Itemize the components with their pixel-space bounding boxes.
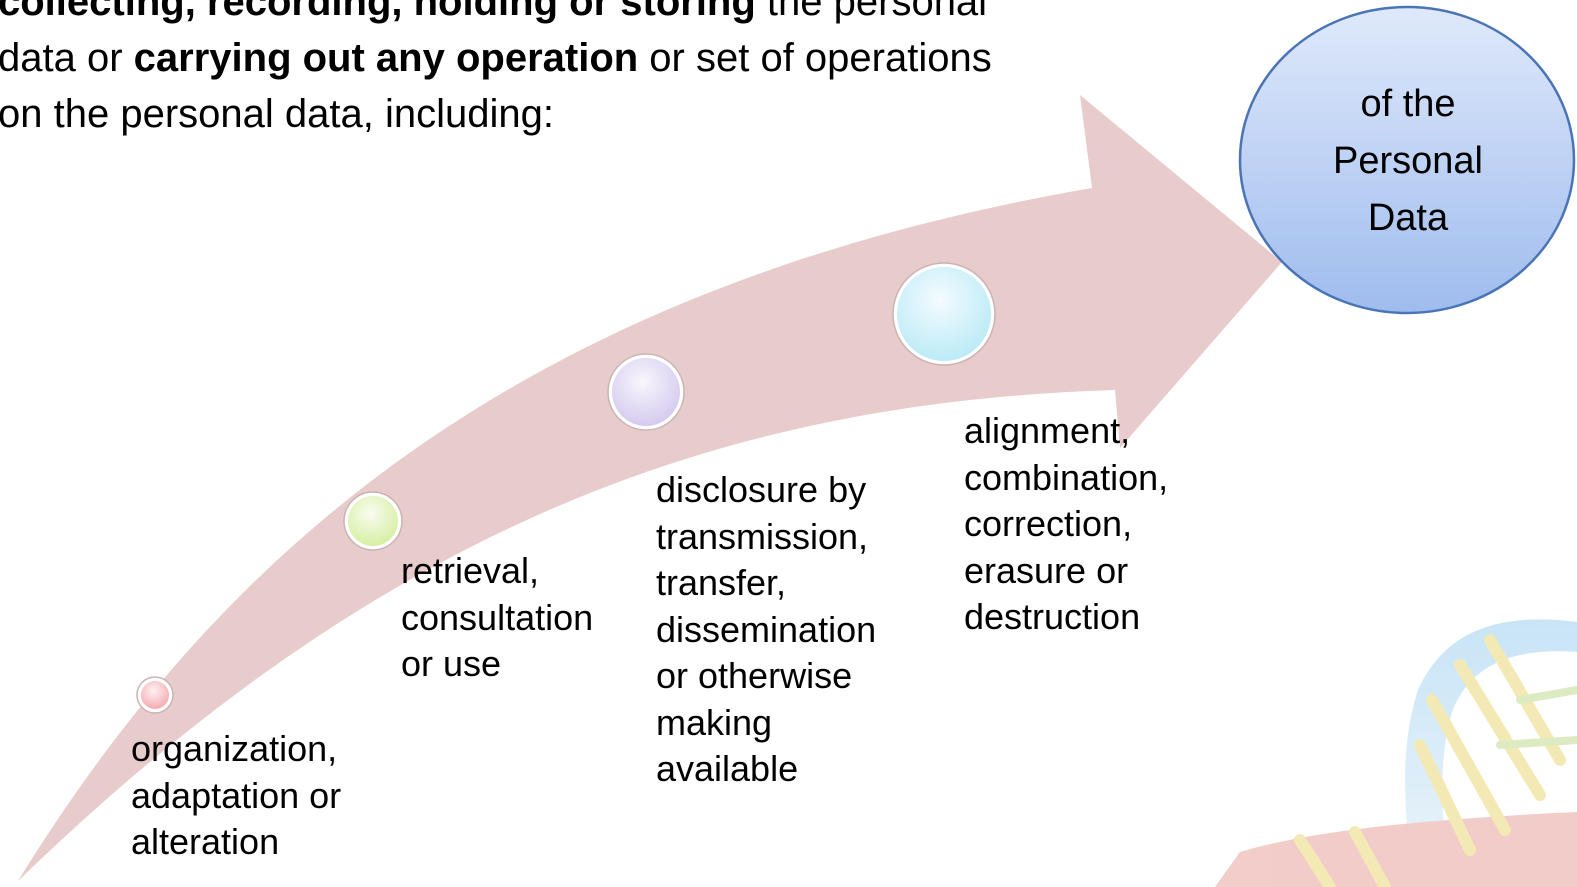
dna-decoration xyxy=(1215,619,1577,887)
step-3-line-4: dissemination xyxy=(656,608,877,650)
step-1-line-3: alteration xyxy=(131,821,280,862)
step-4-line-4: erasure or xyxy=(964,549,1129,591)
step-label-alignment: alignment, combination, correction, eras… xyxy=(964,408,1168,641)
intro-bold-2: carrying out any operation xyxy=(133,36,639,80)
step-3-line-2: transmission, xyxy=(656,515,869,557)
step-4-line-3: correction, xyxy=(964,503,1133,544)
step-dot-shine-1 xyxy=(141,681,169,709)
target-line-1: of the xyxy=(1360,83,1456,125)
step-4-line-5: destruction xyxy=(964,596,1141,637)
intro-text-3: or set of operations xyxy=(638,36,992,80)
step-1-line-2: adaptation or xyxy=(131,774,342,816)
intro-text-2: data or xyxy=(0,36,134,80)
step-label-disclosure: disclosure by transmission, transfer, di… xyxy=(656,467,876,793)
intro-text-1: the personal xyxy=(755,0,988,24)
step-3-line-6: making xyxy=(656,701,773,743)
step-2-line-2: consultation xyxy=(401,596,594,638)
step-3-line-7: available xyxy=(656,748,799,789)
step-dot-shine-2 xyxy=(348,496,398,546)
step-2-line-3: or use xyxy=(401,643,502,684)
target-line-3: Data xyxy=(1367,197,1449,239)
step-4-line-1: alignment, xyxy=(964,410,1131,451)
step-dot-shine-3 xyxy=(612,358,680,426)
step-dot-shine-4 xyxy=(897,267,991,361)
step-3-line-3: transfer, xyxy=(656,562,787,603)
step-1-line-1: organization, xyxy=(131,728,338,769)
step-3-line-5: or otherwise xyxy=(656,655,853,696)
step-2-line-1: retrieval, xyxy=(401,550,540,591)
intro-text: collecting, recording, holding or storin… xyxy=(0,0,1108,142)
step-label-retrieval: retrieval, consultation or use xyxy=(401,548,593,688)
step-label-organization: organization, adaptation or alteration xyxy=(131,726,341,866)
intro-bold-1: collecting, recording, holding or storin… xyxy=(0,0,756,24)
target-circle xyxy=(1238,5,1576,315)
intro-text-4: on the personal data, including: xyxy=(0,92,554,136)
step-3-line-1: disclosure by xyxy=(656,469,867,510)
step-4-line-2: combination, xyxy=(964,456,1169,498)
step-dots xyxy=(136,262,996,714)
target-label: of the Personal Data xyxy=(1243,76,1573,247)
target-line-2: Personal xyxy=(1333,140,1483,182)
